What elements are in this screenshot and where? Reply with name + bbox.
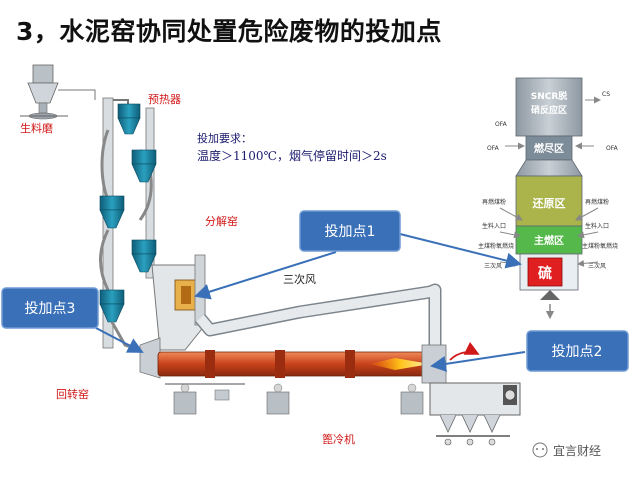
- tertiary-air-detail-label: 三次风: [588, 262, 606, 270]
- main-burner-label: 主煤粉氧燃烧: [582, 242, 618, 250]
- callout-point-2-label: 投加点2: [552, 344, 603, 360]
- tertiary-air-label: 三次风: [283, 272, 316, 286]
- cyclone: [131, 239, 157, 273]
- rotary-kiln-label: 回转窑: [56, 387, 89, 401]
- calciner-detail: [499, 77, 601, 320]
- callout-point-3-label: 投加点3: [25, 301, 76, 317]
- tertiary-air-detail-label: 三次风: [484, 262, 502, 270]
- zone-main-combustion: 主燃区: [534, 234, 564, 247]
- zone-sulfur: 硫: [538, 265, 552, 282]
- callout-2-arrow: [430, 351, 526, 372]
- wechat-icon: [532, 442, 548, 458]
- ofa-label: OFA: [487, 145, 500, 152]
- rotary-kiln: [139, 337, 447, 415]
- cyclone: [131, 149, 157, 183]
- raw-meal-inlet-label: 生料入口: [585, 222, 609, 230]
- cooler-label: 篦冷机: [322, 432, 355, 446]
- callout-point-1-label: 投加点1: [325, 224, 376, 240]
- callout-point-3: 投加点3: [1, 287, 99, 329]
- raw-mill: [20, 64, 96, 120]
- preheater-tower: [99, 97, 157, 354]
- zone-sncr-1: SNCR脱: [531, 90, 568, 102]
- ofa-label: OFA: [606, 145, 619, 152]
- zone-sncr-2: 硝反应区: [531, 104, 567, 116]
- ofa-label: OFA: [495, 121, 508, 128]
- watermark: 宜言财经: [532, 442, 601, 458]
- calciner-label: 分解窑: [205, 214, 238, 228]
- tertiary-air-duct: [195, 283, 442, 345]
- watermark-text: 宜言财经: [553, 443, 601, 458]
- grate-cooler: [429, 341, 521, 446]
- callout-3-arrow: [95, 327, 144, 353]
- cs-label: CS: [602, 91, 610, 98]
- cyclone: [99, 195, 125, 229]
- callout-1-arrow-left: [194, 251, 337, 300]
- raw-meal-inlet-label: 生料入口: [482, 222, 506, 230]
- page-title: 3，水泥窑协同处置危险废物的投加点: [16, 17, 442, 46]
- callout-point-1: 投加点1: [299, 210, 401, 252]
- requirements-heading: 投加要求：: [197, 131, 252, 145]
- main-burner-label: 主煤粉氧燃烧: [478, 242, 514, 250]
- requirements-line: 温度＞1100℃，烟气停留时间＞2s: [197, 148, 387, 163]
- zone-burnout: 燃尽区: [534, 142, 564, 155]
- callout-point-2: 投加点2: [526, 330, 629, 372]
- cyclone: [117, 103, 141, 135]
- cyclone: [99, 289, 125, 323]
- coal-label: 再燃煤粉: [585, 198, 609, 206]
- zone-reduction: 还原区: [532, 196, 566, 210]
- preheater-label: 预热器: [148, 93, 181, 106]
- callout-1-arrow-right: [399, 233, 522, 269]
- calciner: [151, 254, 206, 351]
- coal-label: 再燃煤粉: [482, 198, 506, 206]
- raw-mill-label: 生料磨: [20, 121, 53, 135]
